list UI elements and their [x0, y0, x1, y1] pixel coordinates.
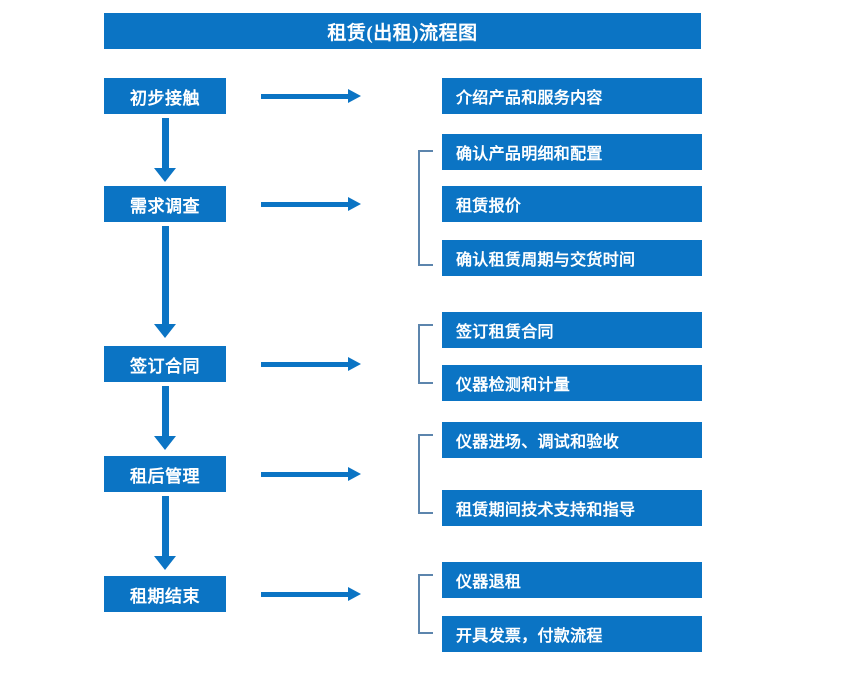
arrow-down-icon-1: [154, 118, 176, 182]
arrow-down-icon-4: [154, 496, 176, 570]
group-bracket-icon-3: [418, 434, 433, 514]
arrow-down-icon-3: [154, 386, 176, 450]
arrow-right-icon-3: [261, 356, 361, 372]
arrow-right-icon-2: [261, 196, 361, 212]
detail-box-8[interactable]: 租赁期间技术支持和指导: [442, 490, 702, 526]
group-bracket-icon-2: [418, 324, 433, 384]
stage-box-4[interactable]: 租后管理: [104, 456, 226, 492]
arrow-right-icon-5: [261, 586, 361, 602]
detail-box-7[interactable]: 仪器进场、调试和验收: [442, 422, 702, 458]
detail-box-3[interactable]: 租赁报价: [442, 186, 702, 222]
arrow-right-icon-4: [261, 466, 361, 482]
detail-box-1[interactable]: 介绍产品和服务内容: [442, 78, 702, 114]
page-title: 租赁(出租)流程图: [104, 13, 701, 49]
stage-box-3[interactable]: 签订合同: [104, 346, 226, 382]
arrow-right-icon-1: [261, 88, 361, 104]
detail-box-2[interactable]: 确认产品明细和配置: [442, 134, 702, 170]
group-bracket-icon-4: [418, 574, 433, 634]
stage-box-2[interactable]: 需求调查: [104, 186, 226, 222]
stage-box-1[interactable]: 初步接触: [104, 78, 226, 114]
detail-box-5[interactable]: 签订租赁合同: [442, 312, 702, 348]
detail-box-9[interactable]: 仪器退租: [442, 562, 702, 598]
detail-box-4[interactable]: 确认租赁周期与交货时间: [442, 240, 702, 276]
stage-box-5[interactable]: 租期结束: [104, 576, 226, 612]
group-bracket-icon-1: [418, 150, 433, 266]
detail-box-6[interactable]: 仪器检测和计量: [442, 365, 702, 401]
detail-box-10[interactable]: 开具发票，付款流程: [442, 616, 702, 652]
arrow-down-icon-2: [154, 226, 176, 338]
